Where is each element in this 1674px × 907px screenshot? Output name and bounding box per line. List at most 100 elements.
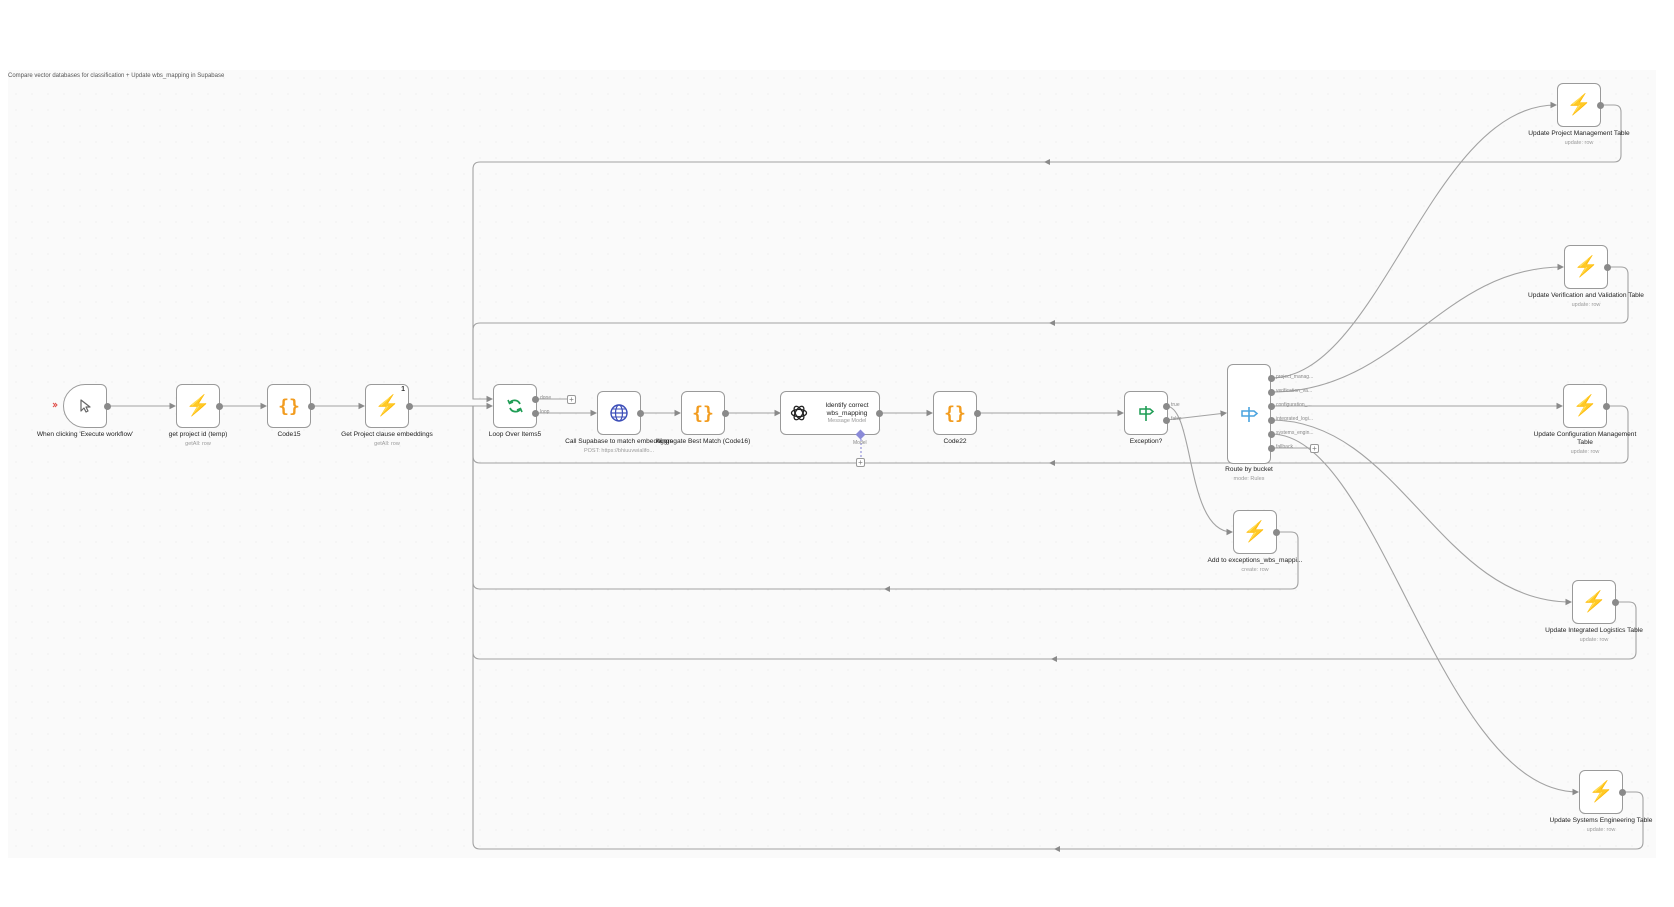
code15-label: Code15 <box>277 431 301 438</box>
route-output-vv-port[interactable] <box>1268 389 1275 396</box>
loop-loop-label: loop <box>540 409 550 415</box>
code15-node[interactable]: {} <box>267 384 311 428</box>
get-embeddings-output-port[interactable] <box>406 403 413 410</box>
update-il-output-port[interactable] <box>1612 599 1619 606</box>
loop-done-label: done <box>540 395 552 401</box>
route-output-il-port[interactable] <box>1268 417 1275 424</box>
route-icon <box>1241 407 1259 422</box>
exception-label: Exception? <box>1129 438 1163 445</box>
code-braces-icon: {} <box>278 395 300 417</box>
code-braces-icon: {} <box>944 402 966 424</box>
edge-loopback-se <box>472 406 1644 850</box>
update-pm-node[interactable]: ⚡ <box>1557 83 1601 127</box>
edge-exception-false-route <box>1165 410 1228 421</box>
loop-loop-port[interactable] <box>532 410 539 417</box>
supabase-icon: ⚡ <box>1566 94 1592 116</box>
update-pm-output-port[interactable] <box>1597 102 1604 109</box>
globe-icon <box>610 404 628 422</box>
call-supabase-node[interactable] <box>597 391 641 435</box>
aggregate-label: Aggregate Best Match (Code16) <box>655 438 751 445</box>
model-port-label: Model <box>853 440 867 446</box>
edge-loopback-pm <box>472 104 1622 403</box>
edge-route-pm <box>1270 101 1558 379</box>
exception-false-label: false <box>1171 416 1182 422</box>
supabase-icon: ⚡ <box>1572 395 1598 417</box>
supabase-icon: ⚡ <box>1581 591 1607 613</box>
get-project-id-output-port[interactable] <box>216 403 223 410</box>
openai-icon <box>790 405 808 421</box>
item-count-badge: 1 <box>401 386 405 393</box>
get-project-id-node[interactable]: ⚡ <box>176 384 220 428</box>
supabase-icon: ⚡ <box>185 395 211 417</box>
edge-route-vv <box>1270 263 1565 393</box>
add-exceptions-label: Add to exceptions_wbs_mappi...create: ro… <box>1207 557 1303 573</box>
update-se-node[interactable]: ⚡ <box>1579 770 1623 814</box>
identify-subtitle: Message Model <box>827 418 867 424</box>
update-il-node[interactable]: ⚡ <box>1572 580 1616 624</box>
edge-loopback-add <box>472 406 1299 590</box>
route-output-cm-port[interactable] <box>1268 403 1275 410</box>
get-project-id-label: get project id (temp)getAll: row <box>168 431 228 447</box>
add-model-button[interactable]: + <box>856 458 865 467</box>
edge-loopback-vv <box>472 266 1629 399</box>
update-cm-output-port[interactable] <box>1603 403 1610 410</box>
supabase-icon: ⚡ <box>374 395 400 417</box>
route-output-label: project_manag... <box>1276 374 1314 380</box>
workflow-canvas[interactable] <box>8 70 1656 858</box>
update-vv-node[interactable]: ⚡ <box>1564 245 1608 289</box>
code22-output-port[interactable] <box>974 410 981 417</box>
add-node-button[interactable]: + <box>567 395 576 404</box>
route-output-label: fallback <box>1276 444 1293 450</box>
trigger-node[interactable] <box>63 384 107 428</box>
edge-route-se <box>1270 433 1580 796</box>
exception-true-label: true <box>1171 402 1180 408</box>
route-output-label: integrated_logi... <box>1276 416 1313 422</box>
edge-loopback-cm <box>472 405 1629 464</box>
route-output-label: verification_va... <box>1276 388 1313 394</box>
exception-true-port[interactable] <box>1163 403 1170 410</box>
add-exceptions-node[interactable]: ⚡ <box>1233 510 1277 554</box>
cursor-click-icon <box>80 399 91 413</box>
aggregate-node[interactable]: {} <box>681 391 725 435</box>
loop-label: Loop Over Items5 <box>488 431 542 438</box>
loop-done-port[interactable] <box>532 396 539 403</box>
edge-route-il <box>1270 419 1573 606</box>
route-output-pm-port[interactable] <box>1268 375 1275 382</box>
loop-icon <box>507 399 523 413</box>
breadcrumb: Compare vector databases for classificat… <box>8 73 225 79</box>
edge-loopback-il <box>472 406 1637 660</box>
identify-output-port[interactable] <box>876 410 883 417</box>
exception-if-node[interactable] <box>1124 391 1168 435</box>
supabase-icon: ⚡ <box>1573 256 1599 278</box>
supabase-icon: ⚡ <box>1588 781 1614 803</box>
update-vv-output-port[interactable] <box>1604 264 1611 271</box>
add-fallback-node-button[interactable]: + <box>1310 444 1319 453</box>
trigger-output-port[interactable] <box>104 403 111 410</box>
update-cm-node[interactable]: ⚡ <box>1563 384 1607 428</box>
loop-node[interactable] <box>493 384 537 428</box>
exception-false-port[interactable] <box>1163 417 1170 424</box>
route-output-fallback-port[interactable] <box>1268 445 1275 452</box>
route-output-label: configuration_... <box>1276 402 1312 408</box>
route-switch-node[interactable] <box>1227 364 1271 464</box>
get-embeddings-node[interactable]: ⚡ 1 <box>365 384 409 428</box>
code22-node[interactable]: {} <box>933 391 977 435</box>
code15-output-port[interactable] <box>308 403 315 410</box>
add-exceptions-output-port[interactable] <box>1273 529 1280 536</box>
call-supabase-output-port[interactable] <box>637 410 644 417</box>
update-se-output-port[interactable] <box>1619 789 1626 796</box>
identify-title: Identify correct wbs_mapping <box>825 402 869 417</box>
aggregate-output-port[interactable] <box>722 410 729 417</box>
identify-node[interactable]: Identify correct wbs_mapping Message Mod… <box>780 391 880 435</box>
update-vv-label: Update Verification and Validation Table… <box>1528 292 1644 308</box>
route-output-se-port[interactable] <box>1268 431 1275 438</box>
code22-label: Code22 <box>943 438 967 445</box>
route-output-label: systems_engin... <box>1276 430 1314 436</box>
